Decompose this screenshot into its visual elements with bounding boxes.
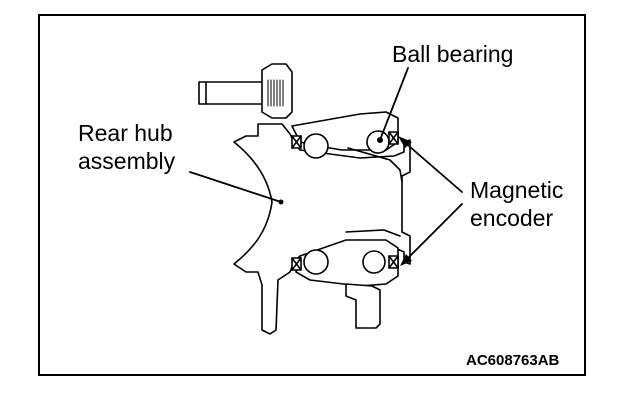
lower-bearing <box>291 229 401 287</box>
upper-bearing <box>291 111 403 183</box>
magnetic-encoder-label-line2: encoder <box>470 205 554 231</box>
arrowheads <box>278 136 412 266</box>
magnetic-encoder-label-line1: Magnetic <box>470 177 564 203</box>
lower-flange <box>345 283 381 329</box>
hub-body <box>233 123 411 335</box>
leader-lines <box>189 67 463 263</box>
rear-hub-label-line2: assembly <box>78 148 176 174</box>
figure-code: AC608763AB <box>466 352 560 369</box>
ball-bearing-label: Ball bearing <box>392 41 514 67</box>
wheel-stud <box>198 63 293 119</box>
rear-hub-label-line1: Rear hub <box>78 120 173 146</box>
